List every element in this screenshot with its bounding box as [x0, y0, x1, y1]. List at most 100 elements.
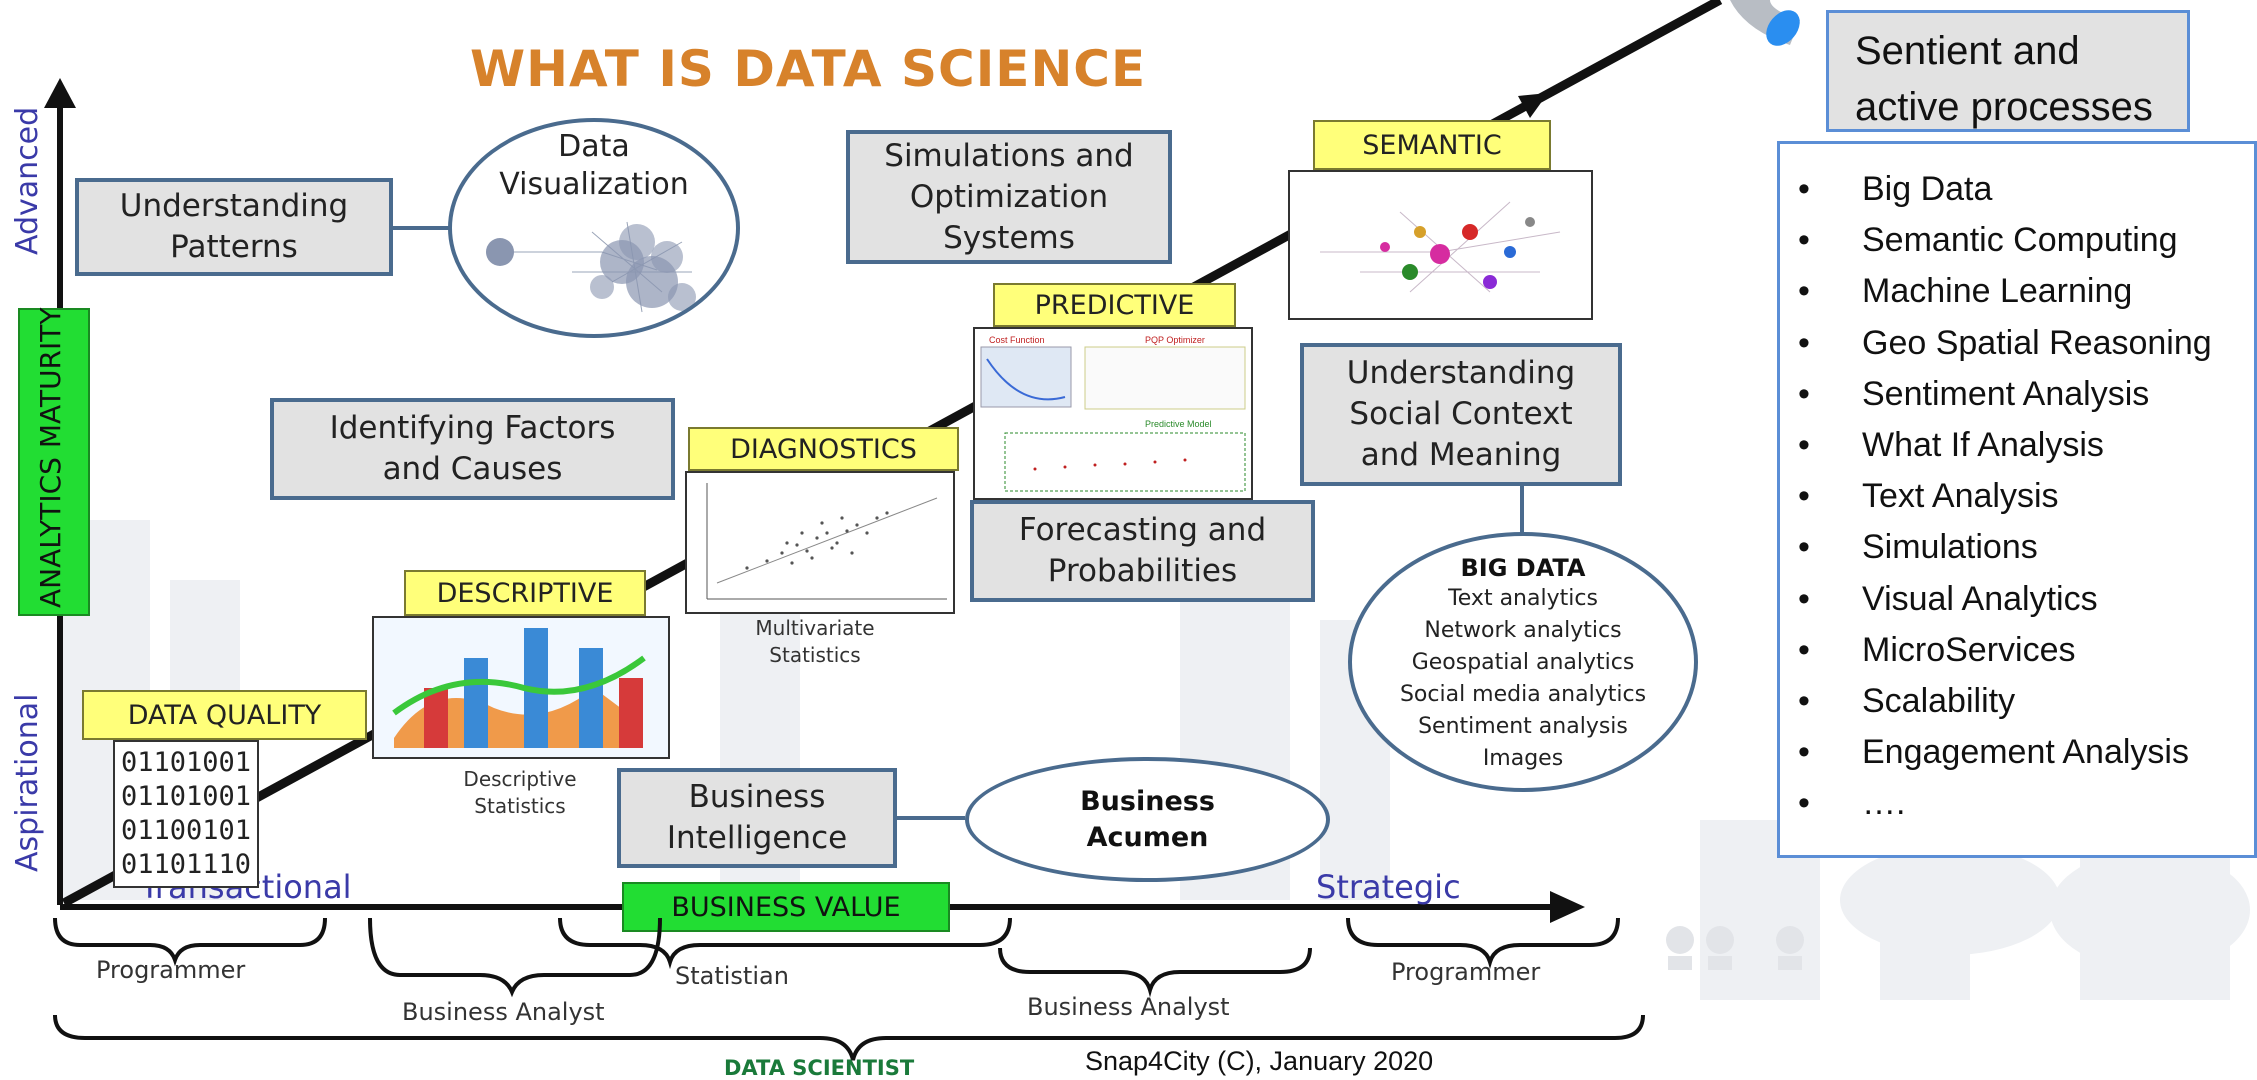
list-item-label: Scalability — [1862, 681, 2016, 720]
binary-data-block: 01101001 01101001 01100101 01101110 — [113, 740, 260, 888]
list-item-label: MicroServices — [1862, 630, 2076, 669]
diagram-title: WHAT IS DATA SCIENCE — [470, 40, 1147, 98]
bullet-icon: • — [1798, 374, 1810, 413]
bullet-icon: • — [1798, 630, 1810, 669]
role-programmer-left: Programmer — [96, 956, 246, 984]
list-item-label: What If Analysis — [1862, 425, 2104, 464]
list-item-label: Geo Spatial Reasoning — [1862, 323, 2212, 362]
list-item: • Sentiment Analysis — [1780, 369, 2212, 420]
big-data-item: Geospatial analytics — [1411, 650, 1635, 675]
business-acumen-ellipse: Business Acumen — [965, 757, 1330, 882]
bracket-data-scientist — [53, 1014, 1645, 1061]
list-item: • Machine Learning — [1780, 266, 2212, 317]
bullet-icon: • — [1798, 477, 1810, 516]
forecasting-box: Forecasting and Probabilities — [970, 500, 1315, 602]
social-context-box: Understanding Social Context and Meaning — [1300, 343, 1622, 486]
bullet-icon: • — [1798, 323, 1810, 362]
bracket-programmer-left — [53, 917, 327, 967]
bullet-icon: • — [1798, 425, 1810, 464]
identifying-factors-box: Identifying Factors and Causes — [270, 398, 675, 500]
list-item: • Semantic Computing — [1780, 215, 2212, 266]
role-business-analyst-left: Business Analyst — [402, 998, 605, 1026]
analytics-maturity-bar: ANALYTICS MATURITY — [18, 308, 90, 616]
footer-credit: Snap4City (C), January 2020 — [1085, 1046, 1434, 1076]
x-label-strategic: Strategic — [1316, 868, 1461, 906]
big-data-item: Text analytics — [1448, 586, 1598, 611]
x-label-business-value: BUSINESS VALUE — [671, 891, 901, 923]
descriptive-statistics-caption: Descriptive Statistics — [463, 767, 577, 818]
descriptive-chart-image — [372, 616, 670, 759]
bullet-icon: • — [1798, 272, 1810, 311]
bracket-statistian — [558, 917, 1012, 970]
list-item: • What If Analysis — [1780, 420, 2212, 471]
list-item-label: Visual Analytics — [1862, 579, 2098, 618]
role-business-analyst-right: Business Analyst — [1027, 993, 1230, 1021]
simulations-optimization-box: Simulations and Optimization Systems — [846, 130, 1172, 264]
big-data-title: BIG DATA — [1460, 554, 1586, 582]
list-item-label: Semantic Computing — [1862, 221, 2178, 260]
descriptive-label: DESCRIPTIVE — [404, 570, 646, 616]
role-programmer-right: Programmer — [1391, 958, 1541, 986]
bracket-programmer-right — [1346, 917, 1620, 970]
diagonal-arrow-head — [1518, 93, 1548, 118]
diagnostics-label: DIAGNOSTICS — [688, 427, 959, 471]
bullet-icon: • — [1798, 681, 1810, 720]
bullet-icon: • — [1798, 170, 1810, 208]
pipe-decoration — [1730, 0, 1800, 46]
y-axis-arrow — [44, 78, 76, 108]
list-item-label: …. — [1862, 784, 1906, 823]
predictive-label: PREDICTIVE — [993, 283, 1236, 327]
business-intelligence-box: Business Intelligence — [617, 768, 897, 868]
list-item: • Text Analysis — [1780, 471, 2212, 522]
list-item: • Simulations — [1780, 522, 2212, 573]
list-item-label: Engagement Analysis — [1862, 733, 2189, 772]
capabilities-list-panel: • Big Data • Semantic Computing • Machine L… — [1777, 141, 2257, 858]
bullet-icon: • — [1798, 221, 1810, 260]
data-visualization-label: Data Visualization — [499, 129, 689, 202]
network-graph-image — [486, 221, 696, 313]
big-data-item: Social media analytics — [1399, 682, 1647, 707]
list-item: • MicroServices — [1780, 625, 2212, 676]
list-item-label: Sentiment Analysis — [1862, 374, 2150, 413]
big-data-item: Sentiment analysis — [1418, 714, 1628, 739]
binary-line: 01101001 — [121, 781, 252, 812]
big-data-ellipse: BIG DATA Text analytics Network analytic… — [1348, 532, 1698, 792]
bullet-icon: • — [1798, 579, 1810, 618]
role-statistian: Statistian — [675, 962, 789, 990]
bullet-icon: • — [1798, 528, 1810, 567]
bullet-icon: • — [1798, 733, 1810, 772]
big-data-item: Network analytics — [1424, 618, 1622, 643]
bracket-business-analyst-left — [368, 917, 662, 998]
list-item: • Geo Spatial Reasoning — [1780, 318, 2212, 369]
list-item: • Scalability — [1780, 676, 2212, 727]
semantic-label: SEMANTIC — [1313, 120, 1551, 170]
semantic-network-image — [1288, 170, 1593, 320]
list-item: • Big Data — [1780, 164, 2212, 215]
predictive-model-image: Cost Function PQP Optimizer Predictive M… — [973, 327, 1253, 500]
data-quality-label: DATA QUALITY — [82, 690, 367, 740]
predictive-model-sublabel: Predictive Model — [1145, 419, 1212, 429]
role-data-scientist: DATA SCIENTIST — [724, 1056, 915, 1080]
sentient-processes-box: Sentient and active processes — [1826, 10, 2190, 132]
list-item: • …. — [1780, 778, 2212, 829]
bullet-icon: • — [1798, 784, 1810, 823]
list-item-label: Machine Learning — [1862, 272, 2133, 311]
binary-line: 01101110 — [121, 849, 252, 880]
scatter-plot-image — [685, 471, 955, 614]
understanding-patterns-box: Understanding Patterns — [75, 178, 393, 276]
data-visualization-circle: Data Visualization — [448, 118, 740, 338]
list-item-label: Simulations — [1862, 528, 2038, 567]
binary-line: 01101001 — [121, 747, 252, 778]
list-item-label: Text Analysis — [1862, 477, 2059, 516]
list-item: • Engagement Analysis — [1780, 727, 2212, 778]
list-item: • Visual Analytics — [1780, 574, 2212, 625]
list-item-label: Big Data — [1862, 170, 1993, 208]
optimizer-label: PQP Optimizer — [1145, 335, 1205, 345]
cost-function-label: Cost Function — [989, 335, 1045, 345]
bracket-business-analyst-right — [998, 947, 1312, 998]
sentient-processes-label: Sentient and active processes — [1855, 29, 2153, 129]
multivariate-statistics-caption: Multivariate Statistics — [755, 616, 875, 667]
